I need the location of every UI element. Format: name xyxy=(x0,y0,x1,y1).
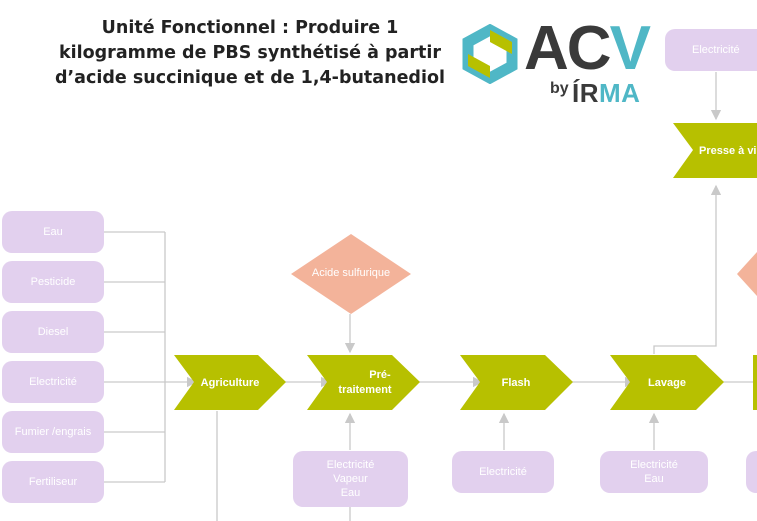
utility-flash: Electricité xyxy=(452,451,554,493)
utility-lavage-electricite: Electricité xyxy=(630,459,678,471)
pretraitement-chevron xyxy=(307,355,420,410)
input-eau: Eau xyxy=(2,211,104,253)
logo-irma-letters: ÍR xyxy=(572,78,599,108)
lavage-chevron xyxy=(610,355,724,410)
hexagon-logo-icon xyxy=(462,24,518,84)
input-electricite: Electricité xyxy=(2,361,104,403)
utility-pretraitement-vapeur: Vapeur xyxy=(333,473,368,485)
utility-lavage-eau: Eau xyxy=(644,473,664,485)
arrow-lavage-to-presse xyxy=(653,184,722,354)
agriculture-label: Agriculture xyxy=(200,376,260,389)
lavage-label: Lavage xyxy=(648,376,686,389)
logo-acv-v: V xyxy=(609,14,651,83)
input-diesel: Diesel xyxy=(2,311,104,353)
utility-lavage: Electricité Eau xyxy=(600,451,708,493)
title-line-3: d’acide succinique et de 1,4-butanediol xyxy=(55,68,445,88)
presse-label: Presse à vis xyxy=(699,144,757,157)
input-fumier-engrais: Fumier /engrais xyxy=(2,411,104,453)
utility-presse: Electricité xyxy=(665,29,757,71)
input-pesticide: Pesticide xyxy=(2,261,104,303)
logo-irma-ma: MA xyxy=(599,78,641,108)
agriculture-chevron xyxy=(174,355,286,410)
title-line-2: kilogramme de PBS synthétisé à partir xyxy=(59,43,441,63)
pretraitement-label: Pré- traitement xyxy=(330,355,400,410)
flash-label: Flash xyxy=(501,376,531,389)
chemical-diamond-partial xyxy=(737,252,757,296)
title-line-1: Unité Fonctionnel : Produire 1 xyxy=(101,18,399,38)
acv-irma-logo: ACV by ÍRMA xyxy=(460,18,651,114)
flash-chevron xyxy=(460,355,573,410)
utility-next-partial xyxy=(746,451,757,493)
logo-irma-text: ÍRMA xyxy=(572,78,640,109)
next-process-chevron-partial xyxy=(753,355,757,410)
logo-acv-text: ACV xyxy=(524,18,651,80)
acide-sulfurique-diamond xyxy=(291,234,411,314)
logo-acv-letters: AC xyxy=(524,14,612,83)
utility-pretraitement-electricite: Electricité xyxy=(326,459,375,471)
pretraitement-label-line1: Pré- xyxy=(369,368,391,381)
pretraitement-label-line2: traitement xyxy=(338,383,392,396)
logo-by: by xyxy=(550,80,569,97)
diagram-title: Unité Fonctionnel : Produire 1 kilogramm… xyxy=(40,16,460,91)
acide-sulfurique-label: Acide sulfurique xyxy=(311,267,391,279)
utility-pretraitement-eau: Eau xyxy=(340,487,361,499)
utility-pretraitement: Electricité Vapeur Eau xyxy=(293,451,408,507)
presse-chevron xyxy=(673,123,757,178)
input-fertiliseur: Fertiliseur xyxy=(2,461,104,503)
